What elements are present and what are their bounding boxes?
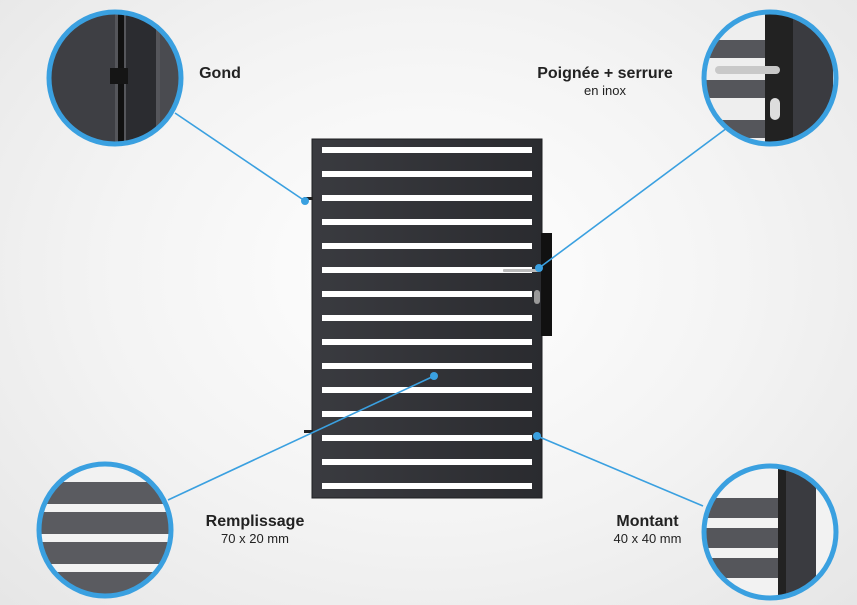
gate [304,138,552,499]
infill-detail-image [41,466,169,594]
slat-gap [322,147,532,153]
hinge-title: Gond [199,65,241,82]
slat-gap [322,435,532,441]
hinge-label: Gond [180,65,260,83]
slat-gap [322,171,532,177]
infill-subtitle: 70 x 20 mm [221,531,289,546]
handle [503,269,539,272]
lock-box [541,233,552,336]
slat-gap [322,219,532,225]
slat-gaps [322,147,532,489]
handle-detail-image [706,14,834,142]
hinge-top [304,197,313,200]
callout-lines [167,112,728,507]
slat-gap [322,459,532,465]
post-title: Montant [616,513,679,530]
slat-gap [322,363,532,369]
post-detail-image [706,468,834,596]
slat-gap [322,483,532,489]
keyhole [534,290,540,304]
slat-gap [322,387,532,393]
slat-gap [322,267,532,273]
slat-gap [322,291,532,297]
slat-gap [322,315,532,321]
post-label: Montant 40 x 40 mm [580,513,715,546]
hinge-bottom [304,430,313,433]
handle-title: Poignée + serrure [537,65,673,82]
infill-label: Remplissage 70 x 20 mm [180,513,330,546]
hinge-detail-image [51,14,179,142]
callout-dots [301,197,543,440]
slat-gap [322,339,532,345]
handle-label: Poignée + serrure en inox [505,65,705,98]
slat-gap [322,411,532,417]
infill-title: Remplissage [205,513,305,530]
post-subtitle: 40 x 40 mm [613,531,682,546]
slat-gap [322,195,532,201]
slat-gap [322,243,532,249]
handle-subtitle: en inox [584,83,626,98]
